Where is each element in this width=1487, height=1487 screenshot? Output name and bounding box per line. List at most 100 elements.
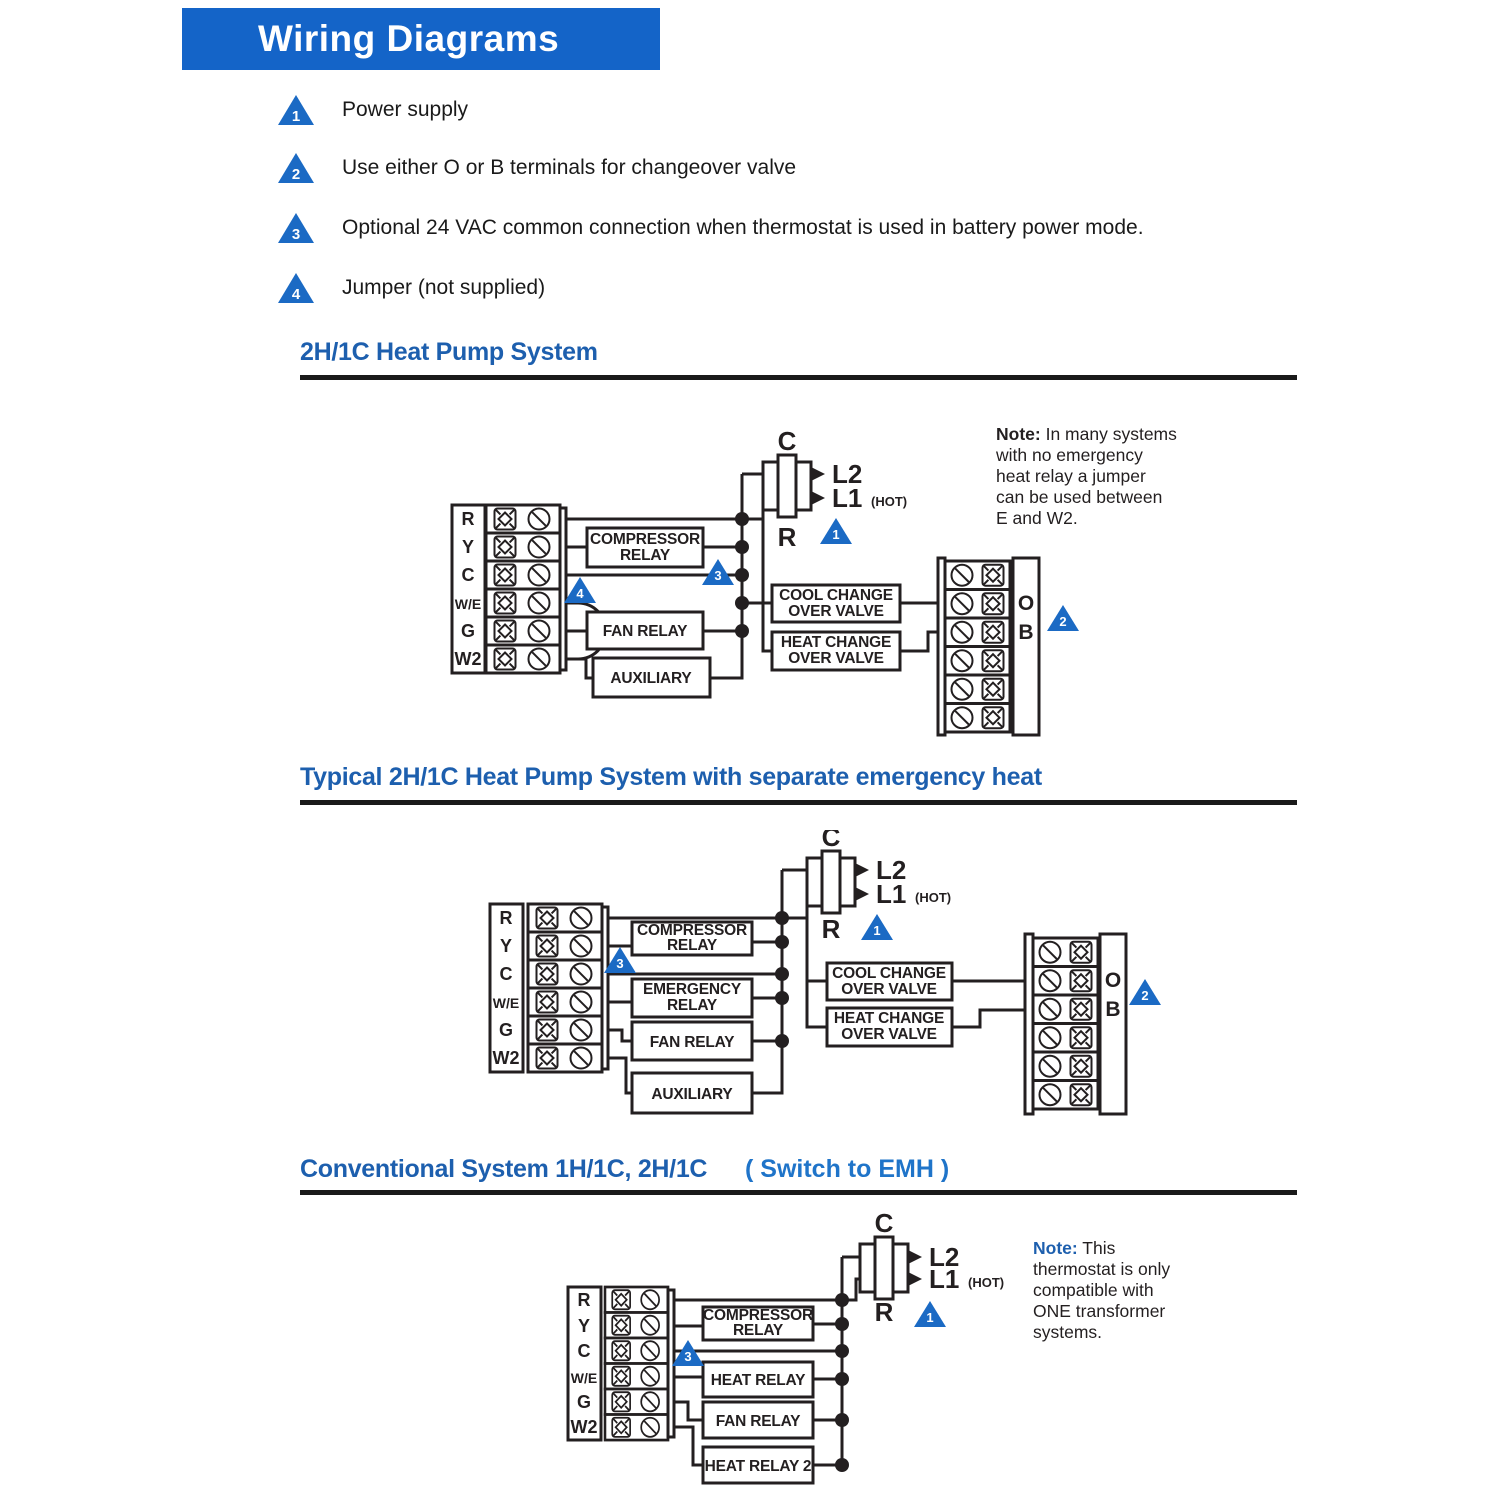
- marker-1-icon: 1: [278, 95, 314, 125]
- terminal-label: C: [500, 964, 513, 984]
- markers: 1 2 3 4: [564, 518, 1079, 631]
- thermostat-terminal-block: R Y C W/E G W2: [450, 503, 568, 675]
- svg-text:RELAY: RELAY: [733, 1322, 784, 1339]
- svg-text:4: 4: [292, 286, 301, 303]
- heat-relay-2-label: HEAT RELAY 2: [705, 1458, 812, 1475]
- heat-relay-label: HEAT RELAY: [711, 1372, 806, 1389]
- svg-text:RELAY: RELAY: [620, 547, 671, 564]
- legend-text-3: Optional 24 VAC common connection when t…: [342, 216, 1144, 239]
- svg-text:RELAY: RELAY: [667, 937, 718, 954]
- transformer-c-label: C: [875, 1208, 894, 1238]
- page-title-bar: Wiring Diagrams: [182, 8, 660, 70]
- note-3: Note: This thermostat is only compatible…: [1033, 1238, 1195, 1343]
- note-3-label: Note:: [1033, 1238, 1078, 1258]
- thermostat-terminal-block: R Y C W/E G W2: [566, 1285, 676, 1442]
- terminal-label: W2: [493, 1048, 520, 1068]
- l1-label: L1: [876, 879, 906, 909]
- svg-text:2: 2: [292, 166, 300, 183]
- note-1-text: In many systems with no emergency heat r…: [996, 424, 1177, 528]
- emergency-relay-label: EMERGENCY: [643, 981, 742, 998]
- svg-text:RELAY: RELAY: [667, 997, 718, 1014]
- compressor-relay-label: COMPRESSOR: [590, 531, 700, 548]
- marker-3-icon: 3: [278, 213, 314, 243]
- terminal-label: Y: [578, 1316, 590, 1336]
- junction-dots: [835, 1293, 849, 1472]
- compressor-relay-label: COMPRESSOR: [703, 1307, 813, 1324]
- terminal-label: R: [500, 908, 513, 928]
- junction-dots: [775, 911, 789, 1048]
- diagram-1-heat-pump: R Y C W/E G W2 C R L2 L1 (HOT) COMPRESSO…: [450, 426, 1079, 737]
- svg-text:1: 1: [873, 923, 880, 938]
- note-1-label: Note:: [996, 424, 1041, 444]
- hot-label: (HOT): [915, 890, 951, 905]
- svg-text:2: 2: [1141, 988, 1148, 1003]
- l2-label: L2: [876, 855, 906, 885]
- legend-item-1: 1 Power supply: [276, 90, 468, 130]
- terminal-label: W/E: [571, 1370, 597, 1386]
- fan-relay-label: FAN RELAY: [716, 1413, 801, 1430]
- svg-text:OVER VALVE: OVER VALVE: [788, 650, 884, 667]
- svg-text:OVER VALVE: OVER VALVE: [788, 603, 884, 620]
- marker-2-icon: 2: [278, 153, 314, 183]
- transformer-r-label: R: [778, 522, 797, 552]
- marker-4-icon: 4: [278, 273, 314, 303]
- hot-label: (HOT): [871, 494, 907, 509]
- compressor-relay-label: COMPRESSOR: [637, 922, 747, 939]
- legend-item-2: 2 Use either O or B terminals for change…: [276, 148, 796, 188]
- svg-text:3: 3: [684, 1349, 691, 1364]
- changeover-terminal-block: O B: [936, 556, 1041, 737]
- terminal-label: Y: [462, 537, 474, 557]
- legend-text-4: Jumper (not supplied): [342, 276, 546, 299]
- transformer-r-label: R: [822, 914, 841, 944]
- note-1: Note: In many systems with no emergency …: [996, 424, 1178, 529]
- heat-changeover-label: HEAT CHANGE: [781, 634, 891, 651]
- l2-label: L2: [929, 1242, 959, 1272]
- auxiliary-label: AUXILIARY: [610, 670, 692, 687]
- cool-changeover-label: COOL CHANGE: [779, 587, 893, 604]
- l2-label: L2: [832, 459, 862, 489]
- section-rule-2: [300, 800, 1297, 805]
- section-title-3: Conventional System 1H/1C, 2H/1C: [300, 1155, 708, 1183]
- terminal-label: G: [499, 1020, 513, 1040]
- terminal-label: G: [461, 621, 475, 641]
- fan-relay-label: FAN RELAY: [603, 623, 688, 640]
- markers: 1 2 3: [604, 914, 1161, 1005]
- terminal-label: C: [462, 565, 475, 585]
- b-terminal-label: B: [1105, 998, 1120, 1021]
- legend-item-4: 4 Jumper (not supplied): [276, 268, 545, 308]
- terminal-label: G: [577, 1392, 591, 1412]
- heat-changeover-label: HEAT CHANGE: [834, 1010, 944, 1027]
- terminal-label: R: [462, 509, 475, 529]
- transformer: C R L2 L1 (HOT): [761, 426, 907, 552]
- l1-label: L1: [832, 483, 862, 513]
- b-terminal-label: B: [1018, 621, 1033, 644]
- legend-text-1: Power supply: [342, 98, 469, 121]
- relay-boxes: COMPRESSOR RELAY HEAT RELAY FAN RELAY HE…: [701, 1305, 815, 1485]
- note-3-text: This thermostat is only compatible with …: [1033, 1238, 1171, 1342]
- svg-text:3: 3: [616, 956, 623, 971]
- changeover-terminal-block: O B: [1023, 932, 1128, 1116]
- cool-changeover-label: COOL CHANGE: [832, 965, 946, 982]
- svg-text:OVER VALVE: OVER VALVE: [841, 981, 937, 998]
- transformer-r-label: R: [875, 1297, 894, 1327]
- transformer: C R L2 L1 (HOT): [858, 1208, 1004, 1327]
- terminal-label: W2: [455, 649, 482, 669]
- fan-relay-label: FAN RELAY: [650, 1034, 735, 1051]
- svg-text:3: 3: [714, 568, 721, 583]
- svg-text:1: 1: [832, 527, 839, 542]
- section-title-3-suffix: ( Switch to EMH ): [745, 1155, 950, 1183]
- terminal-label: W/E: [455, 596, 481, 612]
- page-title: Wiring Diagrams: [258, 18, 560, 59]
- o-terminal-label: O: [1105, 969, 1121, 992]
- diagram-2-heat-pump-emergency: R Y C W/E G W2 C R L2 L1 (HOT) COMPRESSO…: [488, 830, 1161, 1116]
- svg-text:OVER VALVE: OVER VALVE: [841, 1026, 937, 1043]
- svg-text:2: 2: [1059, 614, 1066, 629]
- svg-text:4: 4: [576, 586, 584, 601]
- transformer-c-label: C: [778, 426, 797, 456]
- terminal-label: W/E: [493, 995, 519, 1011]
- svg-text:1: 1: [926, 1310, 933, 1325]
- transformer: C R L2 L1 (HOT): [805, 830, 951, 944]
- svg-text:3: 3: [292, 226, 300, 243]
- terminal-label: C: [578, 1341, 591, 1361]
